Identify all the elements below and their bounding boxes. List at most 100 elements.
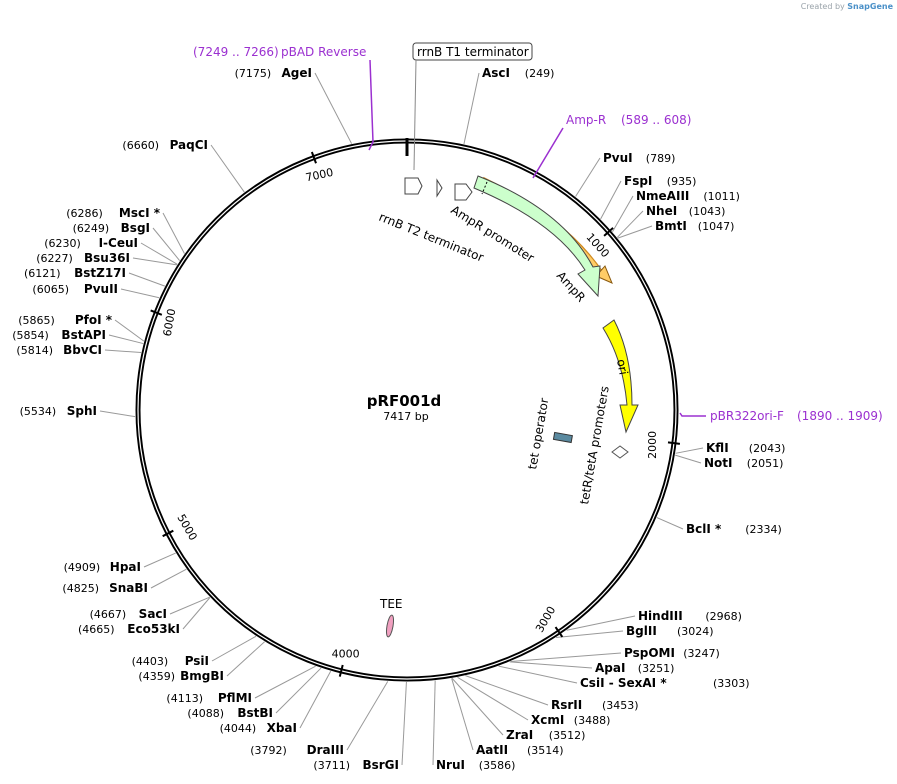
enzyme-site-csii-sexai[interactable]: CsiI - SexAI *(3303) (580, 676, 750, 690)
enzyme-site-pvuii[interactable]: PvuII(6065) (32, 282, 118, 296)
enzyme-position: (2051) (747, 457, 784, 470)
tick-mark (603, 227, 614, 237)
enzyme-site-msci[interactable]: MscI *(6286) (66, 206, 160, 220)
enzyme-site-fspi[interactable]: FspI(935) (624, 174, 696, 188)
enzyme-site-hindiii[interactable]: HindIII(2968) (638, 609, 742, 623)
enzyme-site-bsu36i[interactable]: Bsu36I(6227) (36, 251, 130, 265)
amp-r-primer-arrowhead (595, 265, 613, 284)
enzyme-leader (169, 596, 210, 615)
enzyme-site-aatii[interactable]: AatII(3514) (476, 743, 564, 757)
enzyme-leader (612, 195, 634, 233)
credit-brand: SnapGene (847, 2, 893, 11)
tick-label: 2000 (646, 431, 659, 459)
enzyme-position: (3586) (479, 759, 516, 772)
enzyme-position: (3792) (250, 744, 287, 757)
primer-amp-r-name: Amp-R (566, 113, 606, 127)
enzyme-site-paqci[interactable]: PaqCI(6660) (122, 138, 208, 152)
enzyme-site-rsrii[interactable]: RsrII(3453) (551, 698, 639, 712)
enzyme-name: SnaBI (109, 581, 148, 595)
enzyme-name: KflI (706, 441, 729, 455)
enzyme-site-noti[interactable]: NotI(2051) (704, 456, 783, 470)
enzyme-leader (555, 630, 624, 639)
enzyme-site-agei[interactable]: AgeI(7175) (235, 66, 312, 80)
enzyme-position: (4113) (166, 692, 203, 705)
enzyme-name: ApaI (595, 661, 625, 675)
enzyme-site-bbvci[interactable]: BbvCI(5814) (16, 343, 102, 357)
ampr-promoter-shape (454, 183, 473, 201)
enzyme-site-xcmi[interactable]: XcmI(3488) (531, 713, 610, 727)
enzyme-name: SphI (67, 404, 97, 418)
primer-amp-r-range: (589 .. 608) (621, 113, 691, 127)
enzyme-position: (3303) (713, 677, 750, 690)
enzyme-name: NruI (436, 758, 465, 772)
enzyme-name: NmeAIII (636, 189, 689, 203)
enzyme-leader (600, 180, 622, 220)
enzyme-site-pvui[interactable]: PvuI(789) (603, 151, 675, 165)
enzyme-position: (5814) (16, 344, 53, 357)
enzyme-leader (254, 665, 316, 699)
tick-mark (338, 664, 344, 677)
enzyme-site-nrui[interactable]: NruI (3586) (436, 758, 515, 772)
enzyme-site-bglii[interactable]: BglII(3024) (626, 624, 714, 638)
enzyme-site-sphi[interactable]: SphI(5534) (20, 404, 97, 418)
tick-mark (310, 151, 317, 164)
tetr-teta-label: tetR/tetA promoters (577, 385, 612, 506)
enzyme-site-eco53ki[interactable]: Eco53kI(4665) (78, 622, 180, 636)
enzyme-name: PvuI (603, 151, 633, 165)
enzyme-site-bstapi[interactable]: BstAPI(5854) (12, 328, 106, 342)
enzyme-leader (675, 447, 704, 454)
enzyme-position: (3453) (602, 699, 639, 712)
enzyme-name: SacI (139, 607, 167, 621)
enzyme-site-bstz17i[interactable]: BstZ17I (6121) (24, 266, 126, 280)
enzyme-site-saci[interactable]: SacI(4667) (90, 607, 167, 621)
enzyme-leader (314, 72, 353, 144)
enzyme-site-zrai[interactable]: ZraI(3512) (506, 728, 585, 742)
enzyme-leader (128, 272, 166, 287)
enzyme-site-kfli[interactable]: KflI(2043) (706, 441, 785, 455)
enzyme-site-bstbi[interactable]: BstBI(4088) (187, 706, 273, 720)
plasmid-name: pRF001d (367, 392, 442, 410)
enzyme-site-xbai[interactable]: XbaI(4044) (220, 721, 297, 735)
primer-pbad-reverse-name: pBAD Reverse (281, 45, 366, 59)
enzyme-site-nhei[interactable]: NheI(1043) (646, 204, 725, 218)
rrnb-t1-label-box (412, 42, 533, 61)
tick-mark (162, 529, 174, 538)
enzyme-position: (6121) (24, 267, 61, 280)
tick-label: 7000 (304, 166, 334, 185)
enzyme-name: PvuII (84, 282, 118, 296)
enzyme-site-pfoi[interactable]: PfoI *(5865) (18, 313, 112, 327)
enzyme-site-hpai[interactable]: HpaI(4909) (64, 560, 141, 574)
enzyme-site-apai[interactable]: ApaI (3251) (595, 661, 674, 675)
enzyme-position: (6227) (36, 252, 73, 265)
enzyme-name: BstBI (237, 706, 273, 720)
enzyme-position: (3251) (638, 662, 675, 675)
enzyme-leader (498, 665, 578, 684)
enzyme-position: (2334) (745, 523, 782, 536)
enzyme-leader (299, 670, 332, 729)
enzyme-site-snabi[interactable]: SnaBI(4825) (62, 581, 148, 595)
enzyme-name: BstZ17I (74, 266, 126, 280)
enzyme-leader (108, 334, 144, 345)
enzyme-site-asci[interactable]: AscI(249) (482, 66, 554, 80)
enzyme-position: (4909) (64, 561, 101, 574)
enzyme-site-pflmi[interactable]: PflMI(4113) (166, 691, 252, 705)
enzyme-site-i-ceui[interactable]: I-CeuI(6230) (44, 236, 138, 250)
enzyme-site-psii[interactable]: PsiI(4403) (132, 654, 209, 668)
enzyme-leader (509, 661, 593, 669)
enzyme-site-bcli[interactable]: BclI *(2334) (686, 522, 782, 536)
primer-pbad-reverse-range: (7249 .. 7266) (193, 45, 279, 59)
enzyme-leader (143, 552, 176, 568)
ori-arrow[interactable] (602, 319, 639, 434)
ampr-arrow[interactable] (473, 175, 601, 298)
enzyme-leader (120, 288, 160, 299)
enzyme-site-bsgi[interactable]: BsgI(6249) (73, 221, 150, 235)
tet-operator-label: tet operator (525, 397, 551, 471)
enzyme-site-nmeaiii[interactable]: NmeAIII(1011) (636, 189, 740, 203)
enzyme-leader (210, 144, 245, 193)
enzyme-site-bsrgi[interactable]: BsrGI(3711) (313, 758, 399, 772)
enzyme-site-pspomi[interactable]: PspOMI(3247) (624, 646, 720, 660)
enzyme-site-draiii[interactable]: DraIII(3792) (250, 743, 344, 757)
enzyme-site-bmti[interactable]: BmtI(1047) (655, 219, 734, 233)
enzyme-name: PspOMI (624, 646, 675, 660)
enzyme-site-bmgbi[interactable]: BmgBI(4359) (138, 669, 224, 683)
